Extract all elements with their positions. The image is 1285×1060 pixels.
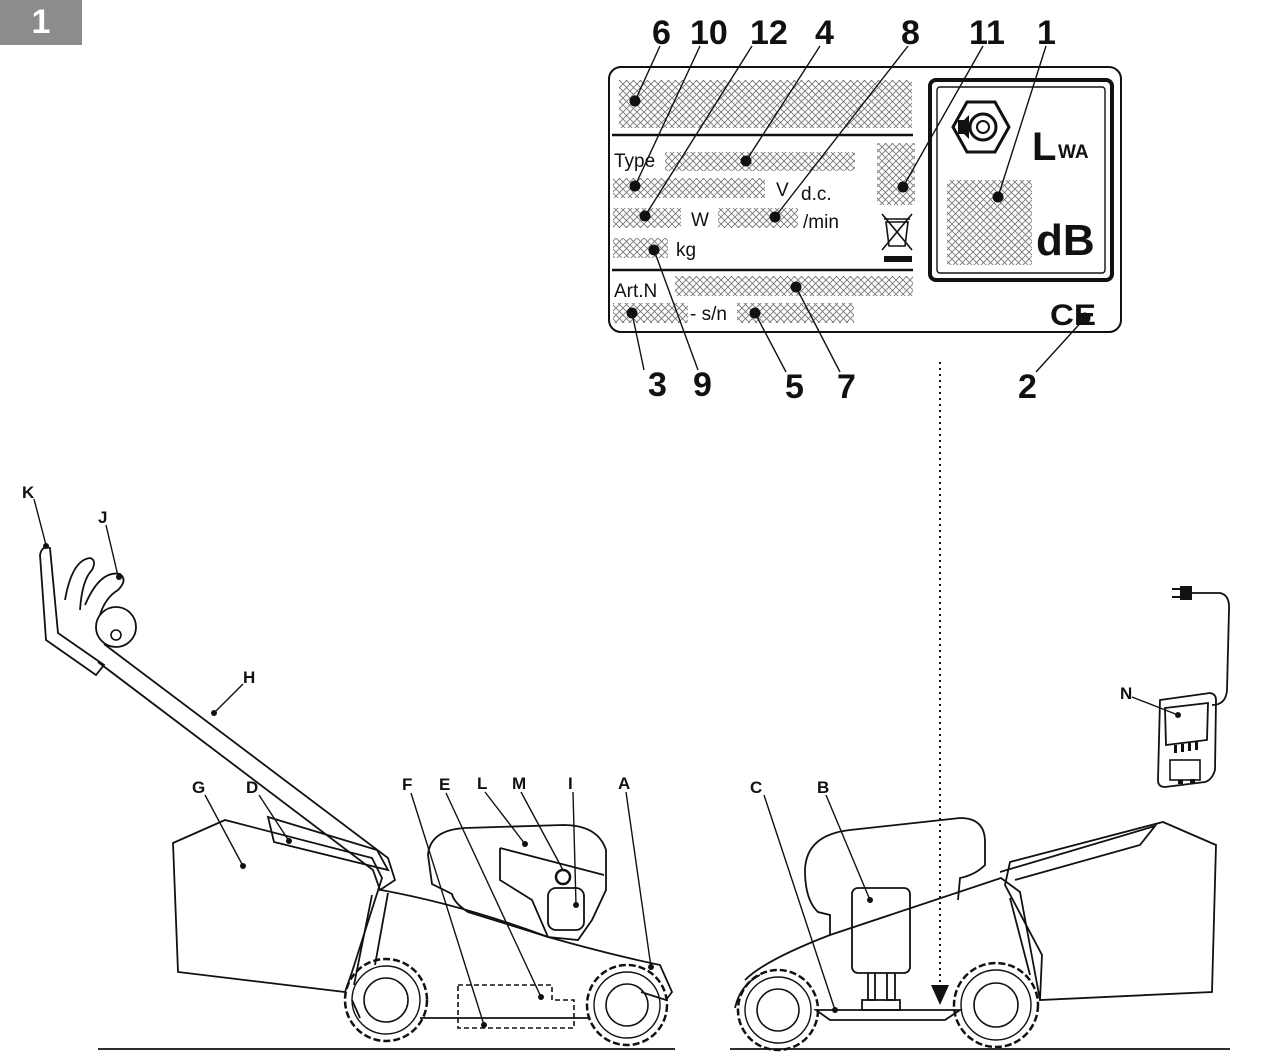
field-approval xyxy=(877,143,915,205)
motor xyxy=(851,887,911,974)
rear-flap xyxy=(266,815,390,872)
callout-number: 4 xyxy=(815,14,834,52)
battery-cover xyxy=(427,824,607,941)
lever-pivot xyxy=(95,606,137,648)
field-serial xyxy=(737,303,854,323)
article-label: Art.N xyxy=(614,281,657,302)
battery-compartment-dashed xyxy=(457,984,575,1029)
part-letter: J xyxy=(98,508,107,527)
part-letter: M xyxy=(512,774,526,793)
mass-unit: kg xyxy=(676,240,696,261)
part-letter: E xyxy=(439,775,450,794)
callout-number: 10 xyxy=(690,14,728,52)
rear-wheel xyxy=(343,957,429,1043)
callout-number: 11 xyxy=(969,14,1005,52)
part-letter: H xyxy=(243,668,255,687)
callout-number: 6 xyxy=(652,14,671,52)
cutaway-leader-dots xyxy=(832,897,873,1013)
front-wheel xyxy=(585,963,669,1047)
battery-charger xyxy=(1131,586,1230,788)
part-letter: B xyxy=(817,778,829,797)
grass-catcher xyxy=(172,819,383,993)
cutaway-front-wheel xyxy=(736,968,820,1052)
chassis-body-cutaway xyxy=(744,876,1041,1001)
serial-label: - s/n xyxy=(690,304,727,325)
figure-number-badge: 1 xyxy=(0,0,82,45)
cutting-blade xyxy=(813,1009,963,1021)
sound-power-icon xyxy=(951,100,1011,154)
callout-number: 7 xyxy=(837,368,856,406)
mower-cutaway-view xyxy=(734,817,1217,1052)
callout-number: 3 xyxy=(648,366,667,404)
callout-number: 5 xyxy=(785,368,804,406)
callout-number: 9 xyxy=(693,366,712,404)
noise-symbol: L xyxy=(1032,125,1056,169)
speed-unit: /min xyxy=(803,212,839,233)
field-type xyxy=(665,152,855,171)
part-letter: C xyxy=(750,778,762,797)
handle-bar xyxy=(97,643,397,892)
part-letter: K xyxy=(22,483,35,502)
part-letter: A xyxy=(618,774,630,793)
field-voltage xyxy=(613,178,765,198)
battery-slot xyxy=(547,887,585,931)
field-manufacturer xyxy=(619,80,912,128)
grass-catcher-rear xyxy=(1004,821,1217,1001)
field-mass xyxy=(613,238,668,258)
type-label: Type xyxy=(614,151,655,172)
noise-unit: dB xyxy=(1036,216,1095,265)
cutaway-rear-wheel xyxy=(952,961,1040,1049)
power-unit: W xyxy=(691,210,709,231)
callout-number: 2 xyxy=(1018,368,1037,406)
part-letter: G xyxy=(192,778,205,797)
callout-number: 8 xyxy=(901,14,920,52)
motor-cover xyxy=(804,817,986,901)
charger-cable xyxy=(1190,592,1230,706)
label-plate: Type V d.c. W /min kg Art.N - s/n xyxy=(608,14,1122,406)
weee-bin-icon xyxy=(881,213,913,262)
noise-level-box: L WA dB xyxy=(928,78,1114,282)
part-letter: I xyxy=(568,774,573,793)
part-letter: N xyxy=(1120,684,1132,703)
mower-leader-lines xyxy=(33,498,652,1026)
mower-leader-dots xyxy=(43,543,654,1028)
part-letter: F xyxy=(402,775,412,794)
plate-location-arrow xyxy=(931,362,949,1005)
charger-plug-icon xyxy=(1172,586,1192,600)
part-letter: L xyxy=(477,774,487,793)
plate-leader-lines xyxy=(631,45,1086,373)
noise-subscript: WA xyxy=(1058,142,1089,163)
start-lever xyxy=(64,557,95,611)
voltage-kind: d.c. xyxy=(801,184,832,205)
cutaway-leader-lines xyxy=(763,794,871,1011)
mower-side-view xyxy=(39,546,674,1047)
field-speed xyxy=(718,208,798,228)
callout-number: 12 xyxy=(750,14,788,52)
part-letter: D xyxy=(246,778,258,797)
callout-number: 1 xyxy=(1037,14,1056,52)
voltage-unit: V xyxy=(776,180,789,201)
safety-key xyxy=(554,868,572,886)
field-noise-value xyxy=(947,180,1032,265)
